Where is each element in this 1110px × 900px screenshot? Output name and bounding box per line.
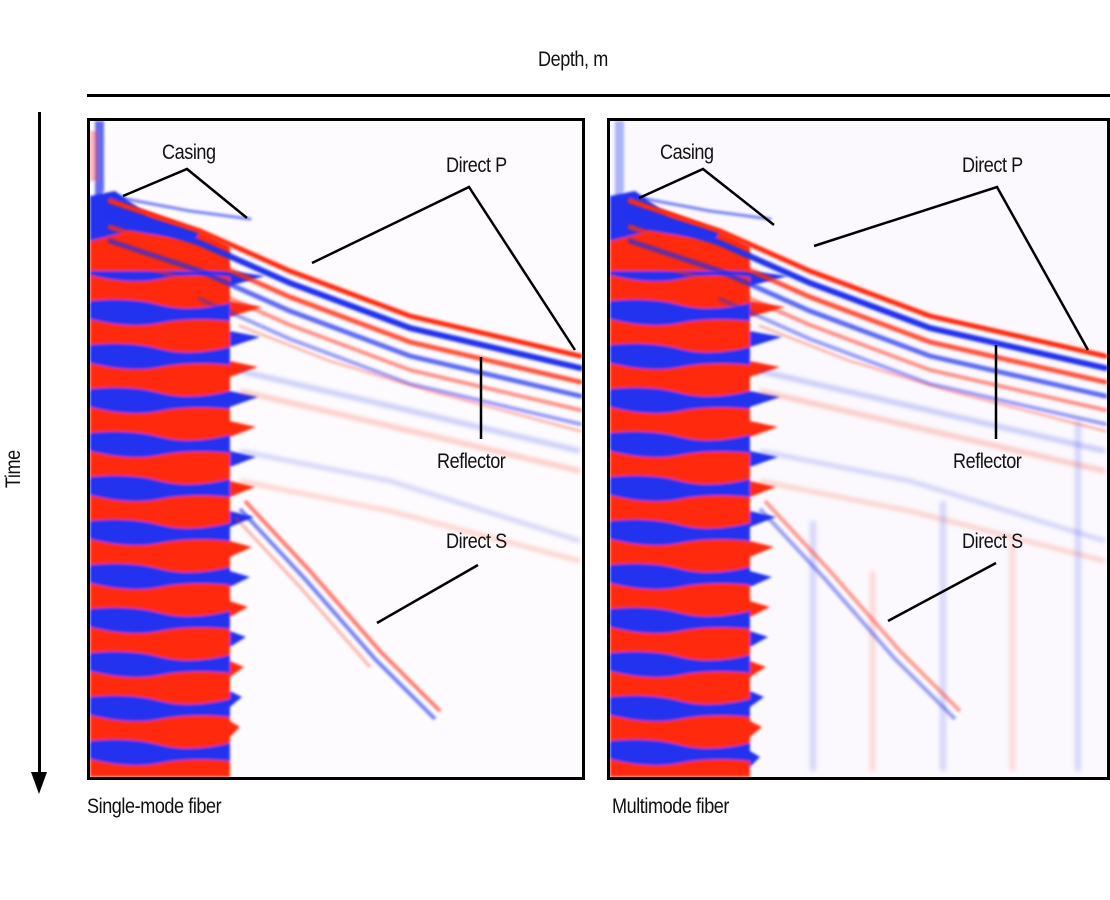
caption-multimode: Multimode fiber	[612, 795, 730, 818]
annotation-reflector: Reflector	[953, 450, 1022, 473]
annotation-direct-s: Direct S	[446, 530, 507, 553]
time-arrow-icon	[31, 772, 47, 794]
annotation-casing: Casing	[660, 141, 714, 164]
seismic-panel-multimode: Casing Direct P Reflector Direct S	[607, 118, 1110, 780]
depth-axis-line	[87, 94, 1110, 97]
time-axis-title: Time	[2, 450, 25, 488]
seismic-section-image	[610, 121, 1107, 777]
annotation-direct-s: Direct S	[962, 530, 1023, 553]
time-axis-line	[38, 112, 41, 780]
seismic-section-image	[90, 121, 582, 777]
caption-single-mode: Single-mode fiber	[87, 795, 222, 818]
annotation-direct-p: Direct P	[962, 154, 1023, 177]
depth-axis-title: Depth, m	[538, 48, 608, 71]
annotation-direct-p: Direct P	[446, 154, 507, 177]
annotation-reflector: Reflector	[437, 450, 506, 473]
seismic-panel-single-mode: Casing Direct P Reflector Direct S	[87, 118, 585, 780]
annotation-casing: Casing	[162, 141, 216, 164]
